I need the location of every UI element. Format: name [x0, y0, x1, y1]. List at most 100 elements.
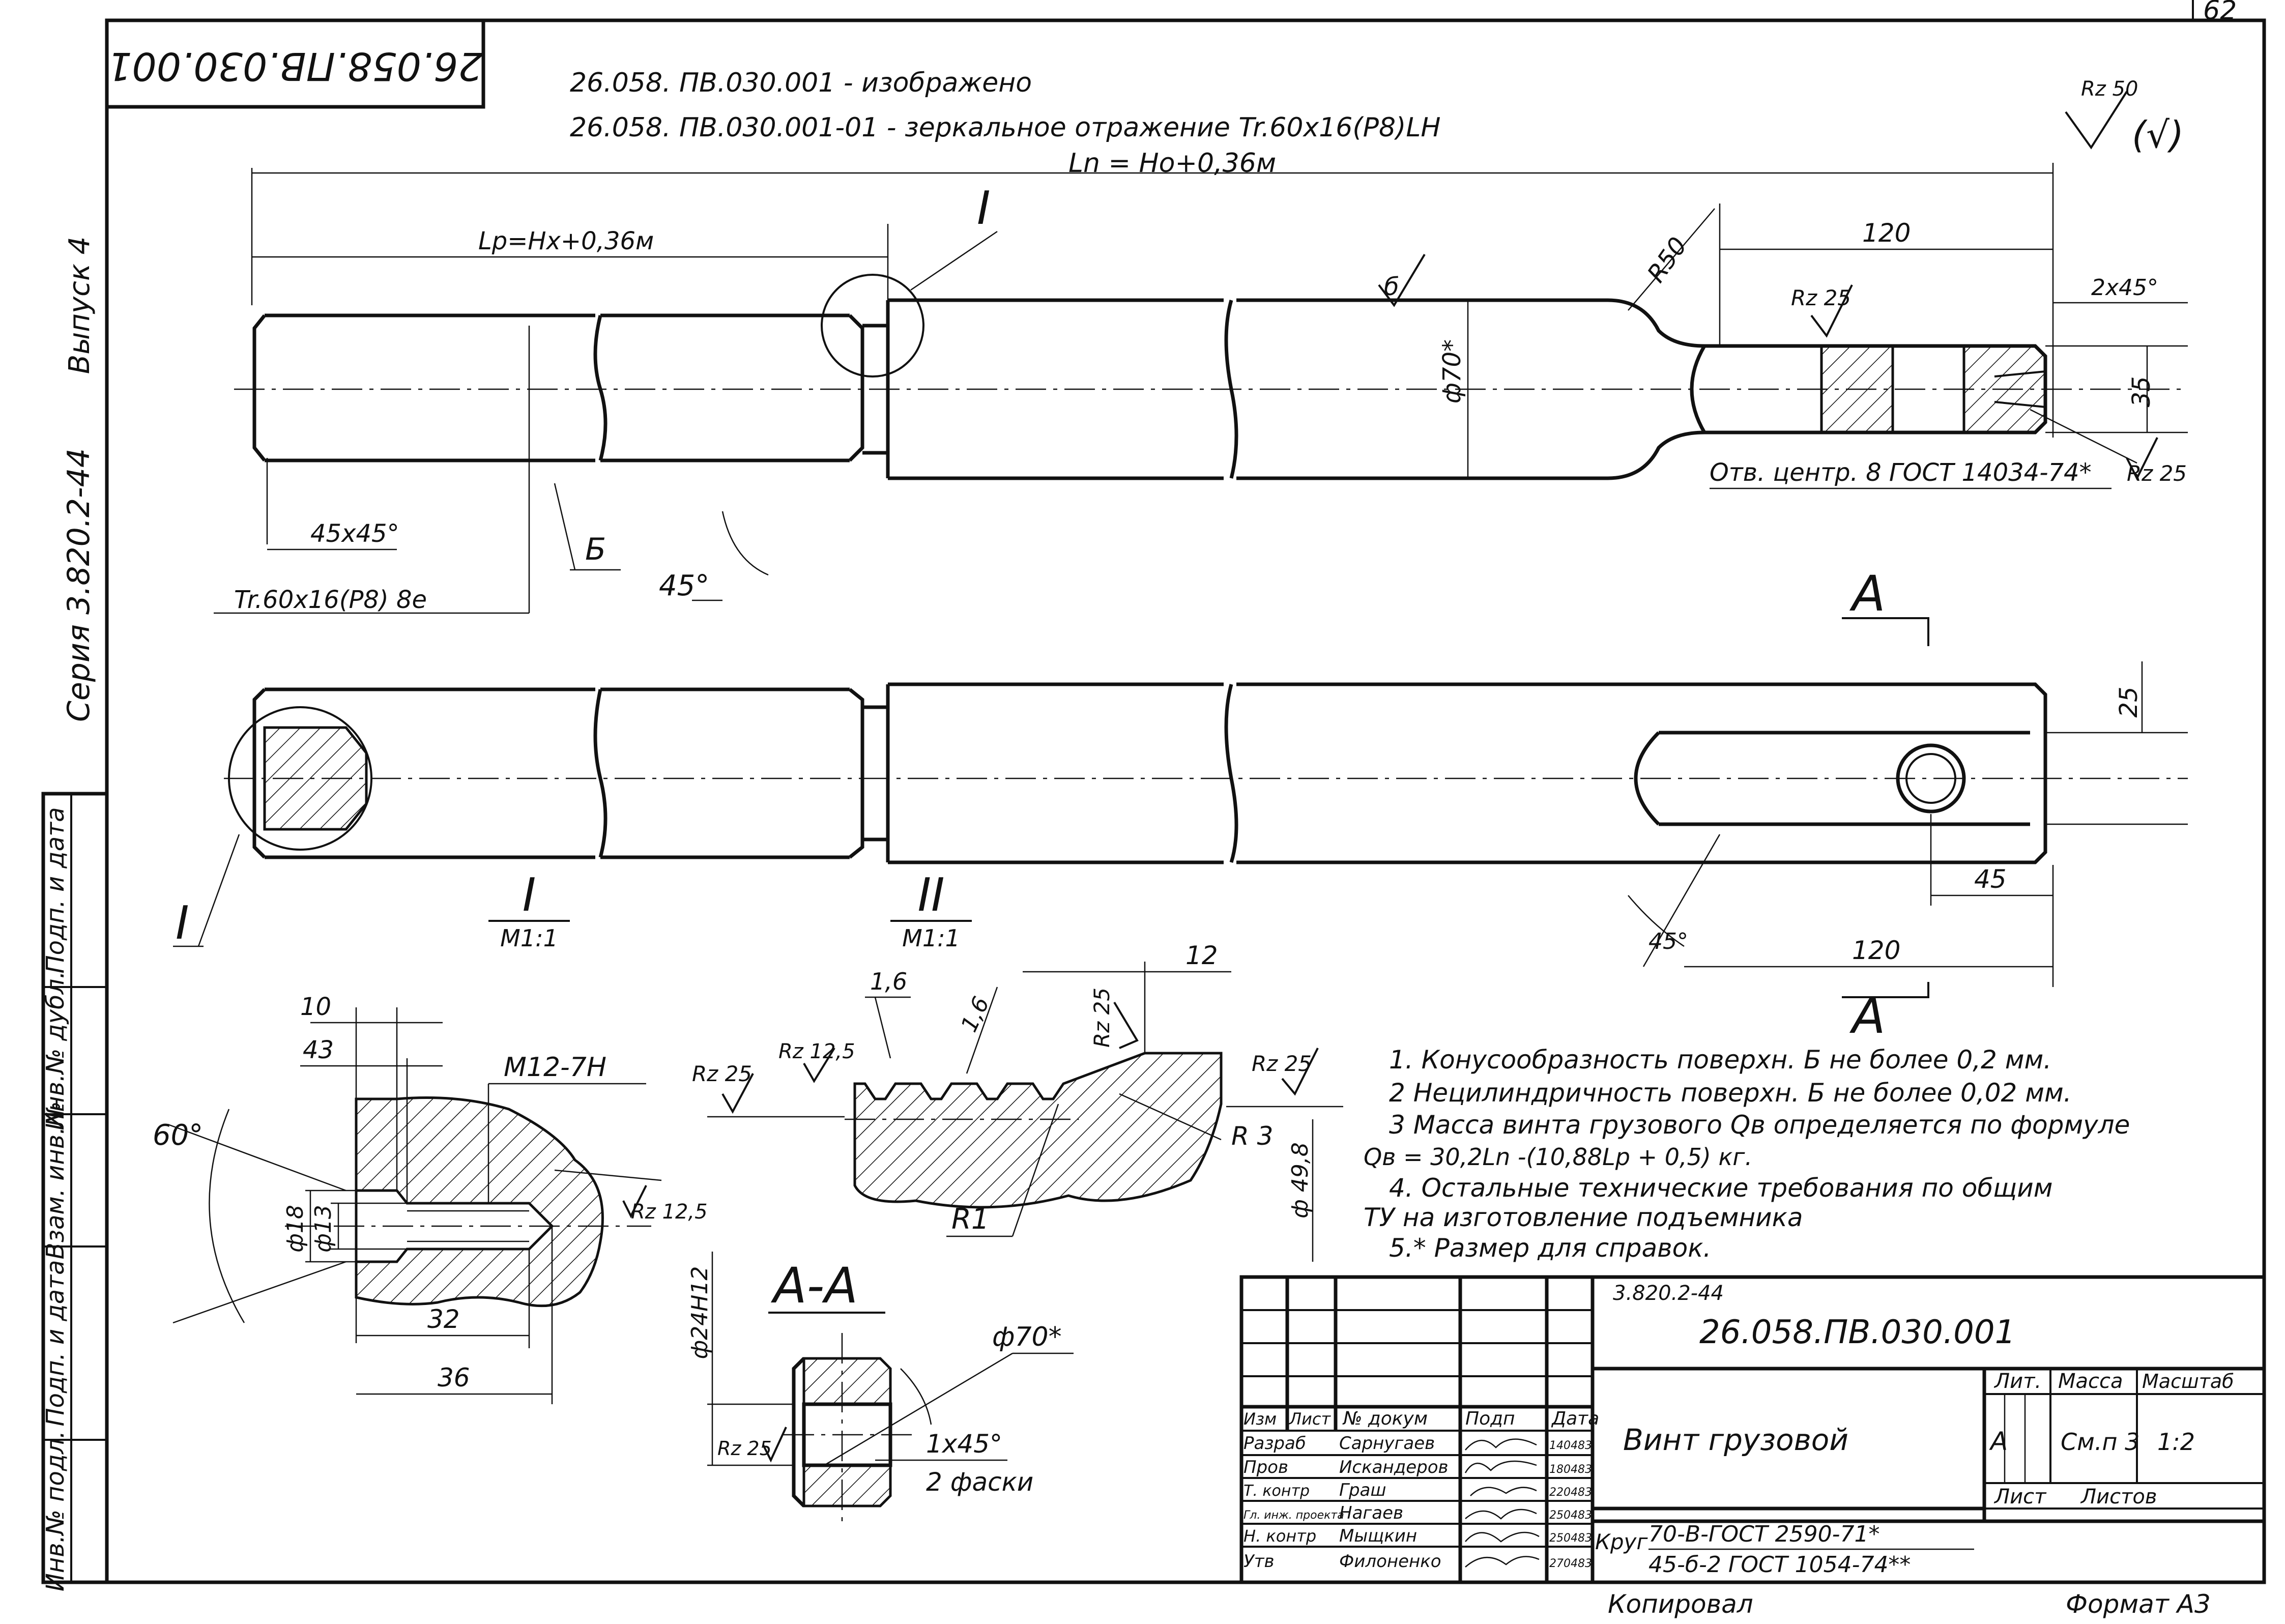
- angle-60: 60°: [153, 1119, 203, 1152]
- tb-scale-label: Масштаб: [2142, 1370, 2234, 1393]
- signature: [1465, 1438, 1537, 1451]
- format-label: Формат А3: [2066, 1589, 2211, 1619]
- title-block: 3.820.2-44 26.058.ПВ.030.001 Изм Лист № …: [1239, 1275, 2266, 1584]
- dim-36: 36: [438, 1363, 470, 1393]
- detail-I-callout: I: [176, 896, 189, 950]
- detail-II: 1,6 1,6 12 Rz 25 Rz 12,5 Rz 25 Rz 25 R 3…: [692, 941, 1343, 1262]
- signature: [1465, 1556, 1540, 1568]
- page-number: 62: [2203, 0, 2237, 26]
- strip-label: Подп. и дата: [41, 807, 70, 974]
- angle-45-lower: 45°: [1648, 929, 1688, 954]
- dim-chamfer: 2х45°: [2091, 275, 2158, 301]
- detail-I-scale: М1:1: [500, 924, 558, 952]
- rz25-left: Rz 25: [692, 1061, 752, 1086]
- lp-formula: Lр=Hх+0,36м: [478, 227, 654, 255]
- left-strip: Подп. и дата Инв.№ дубл. Взам. инв.№ Под…: [41, 792, 109, 1591]
- dia-13: ф13: [310, 1205, 336, 1253]
- tb-material-prefix: Круг: [1595, 1529, 1648, 1554]
- dim-10: 10: [300, 993, 331, 1021]
- staff-name: Искандеров: [1339, 1457, 1449, 1477]
- detail-I-label: I: [523, 868, 536, 922]
- strip-label: Инв.№ дубл.: [41, 971, 70, 1130]
- dim-32: 32: [427, 1304, 460, 1334]
- note-line-2: 26.058. ПВ.030.001-01 - зеркальное отраж…: [570, 112, 1440, 143]
- rz25-top: Rz 25: [1089, 988, 1114, 1048]
- dia-49-8: ф 49,8: [1287, 1142, 1313, 1219]
- thread-m12: М12-7Н: [504, 1052, 606, 1083]
- ln-formula: Ln = Hо+0,36м: [1068, 148, 1276, 179]
- dim-120: 120: [1852, 936, 1900, 965]
- signature: [1465, 1531, 1540, 1543]
- chamfer-45x45: 45х45°: [310, 519, 399, 548]
- tb-mass-label: Масса: [2058, 1370, 2123, 1393]
- staff-role: Пров: [1243, 1457, 1288, 1477]
- signature: [1464, 1460, 1537, 1473]
- dim-1-6-b: 1,6: [956, 993, 995, 1036]
- dim-25: 25: [2115, 686, 2143, 717]
- tb-sheet-label: Лист: [1993, 1485, 2047, 1509]
- rz25-b: Rz 25: [2127, 461, 2187, 486]
- main-view: Lр=Hх+0,36м I ф70* б R50 120 2х45° 35 Rz: [214, 163, 2188, 614]
- angle-45: 45°: [659, 569, 709, 602]
- dim-43: 43: [303, 1036, 334, 1064]
- requirement-line: 5.* Размер для справок.: [1389, 1233, 1711, 1263]
- tb-lit-value: А: [1989, 1427, 2008, 1456]
- rz125-detailII: Rz 12,5: [778, 1040, 855, 1063]
- section-aa: А-А ф24Н12 Rz 25 ф70* 1х45° 2 фаски: [687, 1252, 1074, 1526]
- strip-label: Инв.№ подл.: [41, 1431, 70, 1591]
- section-a-bottom: А: [1849, 988, 1886, 1045]
- requirement-line: 1. Конусообразность поверхн. Б не более …: [1389, 1045, 2051, 1075]
- tb-scale-value: 1:2: [2157, 1428, 2195, 1456]
- signature: [1465, 1509, 1537, 1520]
- requirement-line: 2 Нецилиндричность поверхн. Б не более 0…: [1389, 1078, 2072, 1108]
- strip-label: Взам. инв.№: [41, 1101, 70, 1260]
- tb-hdr-sign: Подп: [1465, 1408, 1515, 1429]
- strip-label: Подп. и дата: [41, 1260, 70, 1427]
- staff-date: 180483: [1549, 1463, 1592, 1476]
- requirement-line: ТУ на изготовление подъемника: [1364, 1203, 1803, 1232]
- tb-part-name: Винт грузовой: [1623, 1423, 1848, 1457]
- r-3: R 3: [1231, 1121, 1273, 1151]
- rz25-aa: Rz 25: [717, 1437, 772, 1460]
- r-1: R1: [951, 1203, 990, 1236]
- dim-1-6-a: 1,6: [870, 968, 907, 995]
- section-aa-title: А-А: [770, 1257, 858, 1314]
- note-line-1: 26.058. ПВ.030.001 - изображено: [570, 68, 1032, 98]
- copied-by: Копировал: [1608, 1589, 1753, 1619]
- staff-role: Гл. инж. проекта: [1243, 1509, 1344, 1522]
- roughness-suffix: (√): [2132, 113, 2184, 156]
- center-hole-note: Отв. центр. 8 ГОСТ 14034-74*: [1710, 458, 2092, 487]
- lower-view: 25 45 120 45° А А I I М1:1 II М1:1: [173, 565, 2188, 1045]
- tb-mass-value: См.п 3: [2061, 1428, 2139, 1456]
- staff-name: Граш: [1339, 1480, 1386, 1500]
- dim-r50: R50: [1642, 232, 1693, 287]
- staff-date: 220483: [1549, 1486, 1592, 1499]
- tb-hdr-date: Дата: [1551, 1408, 1599, 1429]
- dia-18: ф18: [282, 1205, 308, 1253]
- dim-dia70: ф70*: [1438, 339, 1466, 403]
- detail-II-label: II: [917, 868, 944, 922]
- general-roughness: Rz 50 (√): [2065, 77, 2184, 156]
- requirement-line: 3 Масса винта грузового Qв определяется …: [1389, 1110, 2130, 1140]
- tb-hdr-list: Лист: [1289, 1409, 1331, 1429]
- dia70-aa: ф70*: [992, 1322, 1062, 1352]
- side-issue: Выпуск 4: [63, 237, 96, 374]
- staff-name: Сарнугаев: [1339, 1433, 1435, 1454]
- detail-II-scale: М1:1: [902, 924, 960, 952]
- section-a-top: А: [1849, 565, 1886, 622]
- signature: [1470, 1487, 1537, 1496]
- dia-24h12: ф24Н12: [687, 1266, 713, 1359]
- staff-name: Нагаев: [1339, 1503, 1403, 1523]
- tb-lit-label: Лит.: [1993, 1370, 2041, 1393]
- roughness-text: Rz 50: [2081, 77, 2138, 101]
- top-stamp-text: 26.058.ПВ.030.001: [107, 44, 483, 89]
- rz25-right: Rz 25: [1252, 1051, 1312, 1076]
- staff-name: Филоненко: [1339, 1551, 1441, 1572]
- chamfer-1x45: 1х45°: [926, 1429, 1002, 1459]
- section-mark-I: I: [977, 182, 991, 235]
- requirement-line: 4. Остальные технические требования по о…: [1389, 1173, 2053, 1203]
- rz-12-5: Rz 12,5: [631, 1200, 708, 1224]
- staff-date: 250483: [1549, 1509, 1592, 1522]
- staff-date: 270483: [1549, 1557, 1592, 1570]
